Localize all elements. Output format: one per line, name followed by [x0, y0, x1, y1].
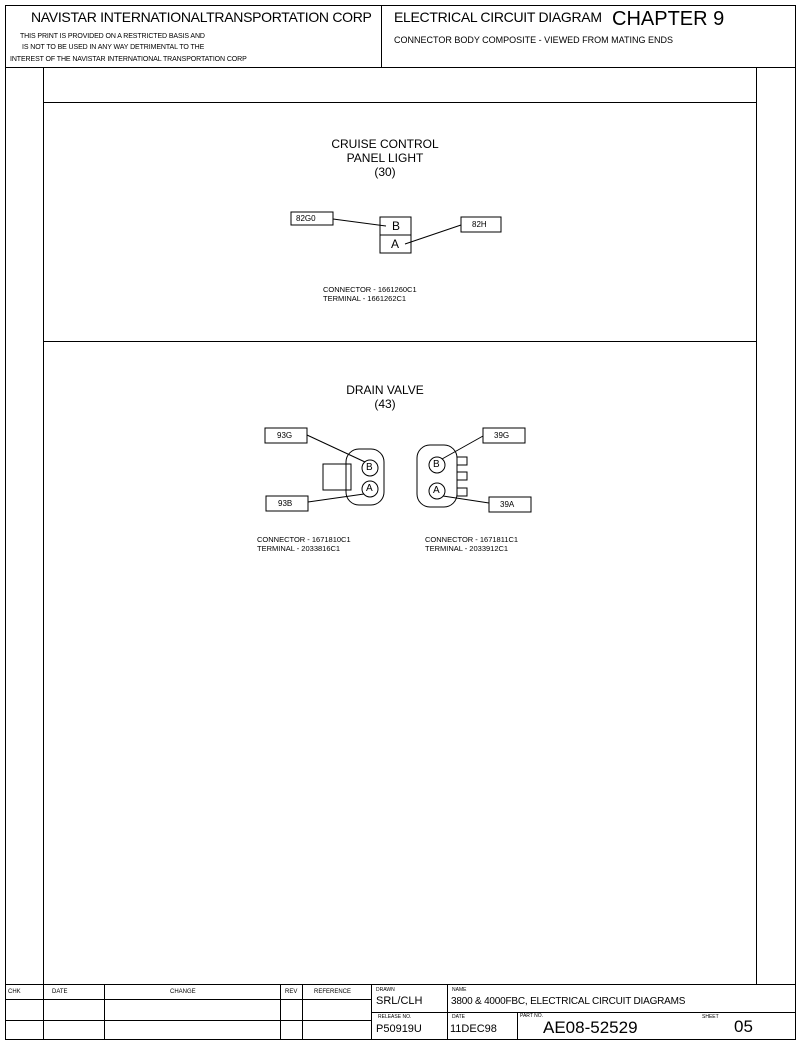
- wire-label-box-93b: [265, 495, 309, 512]
- wire-label-93b: 93B: [278, 499, 293, 508]
- diagram-title: ELECTRICAL CIRCUIT DIAGRAM: [394, 9, 602, 25]
- tb-label-name: NAME: [452, 987, 467, 993]
- left-pin-a-circle: [361, 480, 379, 498]
- right-pin-a-circle: [428, 482, 446, 500]
- tb-name: 3800 & 4000FBC, ELECTRICAL CIRCUIT DIAGR…: [451, 996, 686, 1007]
- left-connector-body: [345, 448, 385, 506]
- tb-label-drawn: DRAWN: [376, 987, 395, 993]
- drain-number: (43): [374, 397, 396, 411]
- left-pin-b: B: [366, 462, 373, 473]
- wire-label-39a: 39A: [500, 500, 515, 509]
- left-terminal-part: TERMINAL - 2033816C1: [257, 544, 341, 553]
- wire-label-box-39a: [488, 496, 532, 513]
- cruise-terminal-part: TERMINAL - 1661262C1: [323, 294, 407, 303]
- tb-label-part-no: PART NO.: [520, 1013, 544, 1019]
- right-connector-part: CONNECTOR - 1671811C1: [425, 535, 519, 544]
- leader-39g: [441, 435, 484, 460]
- cruise-pin-b: B: [392, 219, 401, 233]
- left-pin-a: A: [366, 483, 373, 494]
- tb-date: 11DEC98: [450, 1023, 497, 1035]
- cruise-title-line-1: CRUISE CONTROL: [331, 137, 439, 151]
- wire-label-82g0: 82G0: [296, 214, 316, 223]
- cruise-number: (30): [374, 165, 396, 179]
- restriction-line-3: INTEREST OF THE NAVISTAR INTERNATIONAL T…: [10, 56, 247, 63]
- right-terminal-part: TERMINAL - 2033912C1: [425, 544, 509, 553]
- wire-label-39g: 39G: [494, 431, 510, 440]
- cruise-title-line-2: PANEL LIGHT: [346, 151, 424, 165]
- drain-title: DRAIN VALVE: [346, 383, 424, 397]
- wire-label-box-39g: [482, 427, 526, 444]
- tb-part-no: AE08-52529: [543, 1018, 638, 1037]
- tb-label-chk: CHK: [8, 989, 21, 995]
- leader-82h: [404, 224, 462, 245]
- tb-label-reference: REFERENCE: [314, 989, 352, 995]
- tb-label-sheet: SHEET: [702, 1014, 719, 1020]
- restriction-line-1: THIS PRINT IS PROVIDED ON A RESTRICTED B…: [20, 33, 205, 40]
- right-pin-b-circle: [428, 456, 446, 474]
- tb-label-rev: REV: [285, 989, 298, 995]
- tb-sheet: 05: [734, 1017, 753, 1036]
- right-pin-b: B: [433, 459, 440, 470]
- leader-93b: [307, 493, 365, 503]
- tb-label-change: CHANGE: [170, 989, 196, 995]
- tb-release-no: P50919U: [376, 1023, 422, 1035]
- restriction-line-2: IS NOT TO BE USED IN ANY WAY DETRIMENTAL…: [22, 44, 205, 51]
- company-title: NAVISTAR INTERNATIONALTRANSPORTATION COR…: [31, 9, 372, 25]
- wire-label-93g: 93G: [277, 431, 293, 440]
- leader-39a: [442, 495, 490, 504]
- cruise-pin-a: A: [391, 237, 400, 251]
- diagram-subtitle: CONNECTOR BODY COMPOSITE - VIEWED FROM M…: [394, 35, 674, 45]
- left-connector-latch: [322, 463, 352, 491]
- cruise-connector-part: CONNECTOR - 1661260C1: [323, 285, 417, 294]
- tb-label-release-no: RELEASE NO.: [378, 1014, 412, 1020]
- wire-label-box-82g0: [290, 211, 334, 226]
- wire-label-box-82h: [460, 216, 502, 233]
- right-pin-a: A: [433, 485, 440, 496]
- wire-label-82h: 82H: [472, 220, 487, 229]
- chapter-label: CHAPTER 9: [612, 8, 725, 30]
- leader-93g: [306, 434, 366, 463]
- left-connector-part: CONNECTOR - 1671810C1: [257, 535, 351, 544]
- tb-drawn-by: SRL/CLH: [376, 995, 423, 1007]
- tb-label-date: DATE: [52, 989, 68, 995]
- leader-82g0: [332, 218, 387, 227]
- tb-label-date-2: DATE: [452, 1014, 465, 1020]
- left-pin-b-circle: [361, 459, 379, 477]
